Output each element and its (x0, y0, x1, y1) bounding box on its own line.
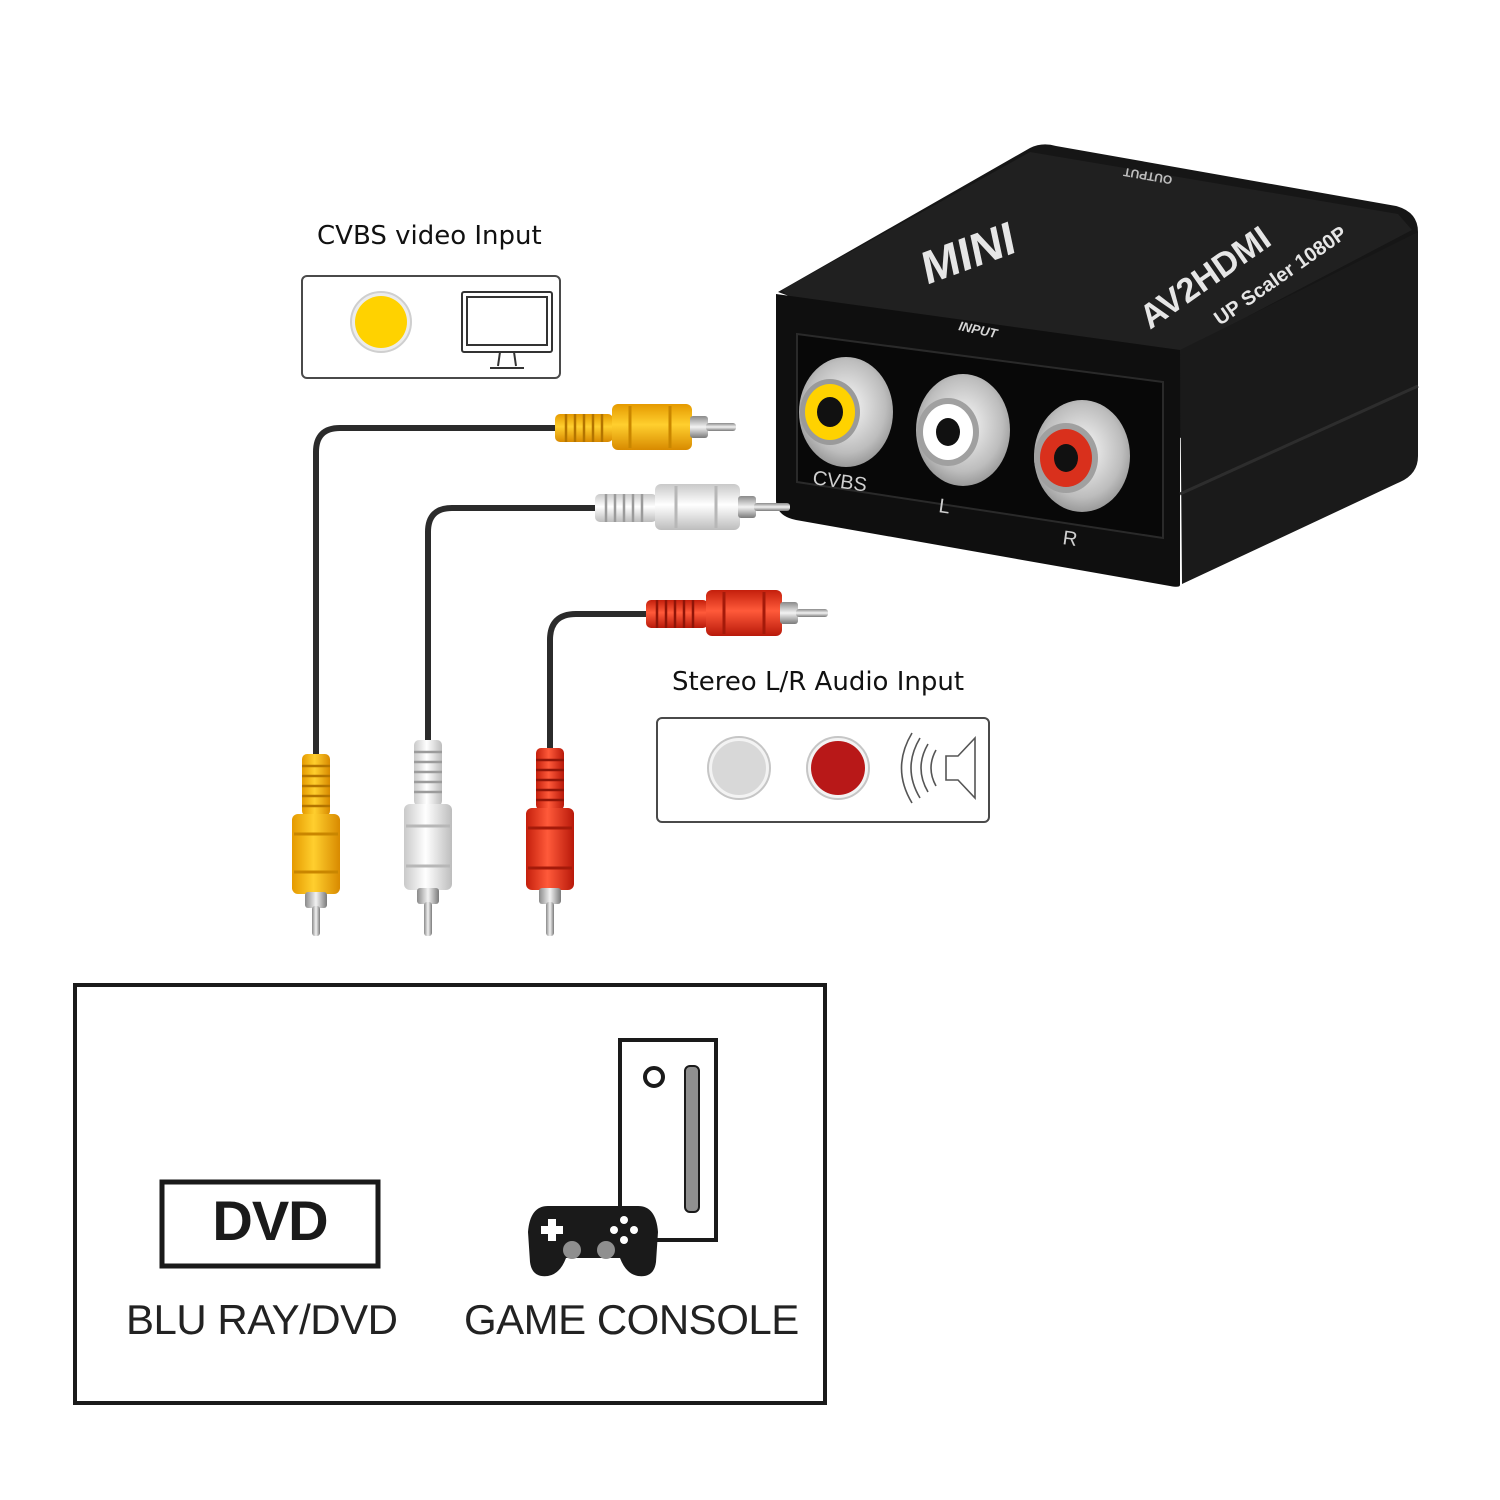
speaker-icon (900, 732, 976, 804)
port-cvbs (799, 357, 893, 467)
red-plug-horizontal (646, 590, 828, 636)
yellow-cable-wire (313, 425, 563, 763)
rca-cable (313, 425, 653, 763)
red-cable-wire (547, 611, 653, 755)
audio-input-panel (656, 717, 990, 823)
av2hdmi-converter: CVBS L R INPUT OUTPUT MINI AV2HDMI UP Sc… (776, 144, 1419, 587)
monitor-icon (461, 291, 553, 369)
video-input-caption: CVBS video Input (317, 221, 542, 251)
converter-side-face (1180, 232, 1418, 584)
dvd-badge-frame (159, 1179, 381, 1269)
port-label-r: R (1061, 527, 1078, 551)
port-left-audio (916, 374, 1010, 486)
red-audio-dot-icon (811, 741, 865, 795)
source-devices-panel (73, 983, 827, 1405)
white-plug-vertical (404, 740, 452, 936)
blu-ray-dvd-label: BLU RAY/DVD (126, 1296, 398, 1343)
audio-input-caption: Stereo L/R Audio Input (672, 667, 965, 697)
red-plug-vertical (526, 748, 574, 936)
yellow-plug-horizontal (555, 404, 736, 450)
dvd-badge-text: DVD (212, 1189, 328, 1252)
yellow-plug-vertical (292, 754, 340, 936)
game-console-label: GAME CONSOLE (464, 1296, 799, 1343)
yellow-video-dot-icon (355, 296, 407, 348)
gamepad-icon (528, 1206, 658, 1277)
port-right-audio (1034, 400, 1130, 512)
white-audio-dot-icon (712, 741, 766, 795)
port-label-l: L (937, 495, 951, 518)
video-input-panel (301, 275, 561, 379)
white-plug-horizontal (595, 484, 790, 530)
white-cable-wire (425, 505, 601, 749)
